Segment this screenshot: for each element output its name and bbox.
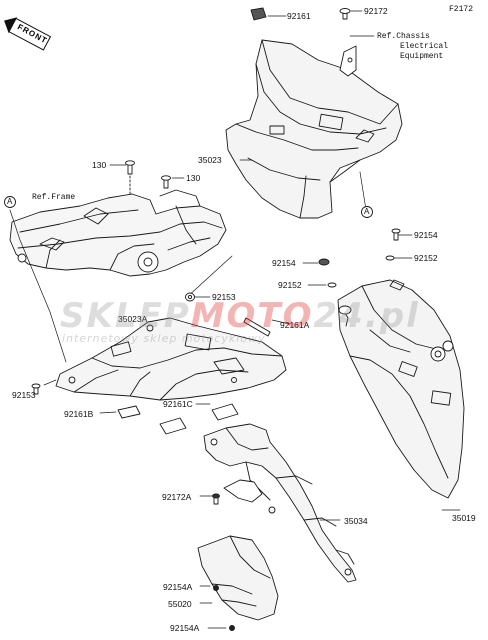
pad-92161-top: [250, 7, 267, 21]
cover-55020: [197, 535, 279, 621]
pad-92161C: [159, 403, 239, 435]
part-label-92161B: 92161B: [64, 409, 94, 419]
ref-chassis-line2: Electrical: [400, 42, 449, 51]
part-label-92161C: 92161C: [163, 399, 193, 409]
bolt-92172-top: [339, 8, 351, 20]
part-label-92153-left: 92153: [12, 390, 36, 400]
leader-lines: [9, 10, 461, 629]
bolt-92154A-upper: [213, 585, 219, 591]
part-label-92154A-lower: 92154A: [170, 623, 200, 633]
part-label-92152-right: 92152: [414, 253, 438, 263]
ref-chassis-line3: Equipment: [400, 52, 444, 61]
pad-92161A: [243, 317, 271, 337]
license-bracket-35034: [203, 423, 357, 583]
bolt-130-left: [125, 160, 135, 197]
part-label-35034: 35034: [344, 516, 368, 526]
ref-chassis-line1: Ref.Chassis: [377, 32, 430, 41]
bolt-92154-right: [391, 228, 401, 241]
part-label-92154-right: 92154: [414, 230, 438, 240]
undertray-35023A: [55, 317, 287, 401]
part-label-35019: 35019: [452, 513, 476, 523]
callout-a-left-letter: A: [7, 197, 13, 206]
tail-cover-35023: [225, 39, 403, 219]
washer-92153: [31, 292, 195, 395]
washer-92152: [327, 255, 395, 288]
bolt-92172A: [212, 493, 220, 505]
grommet-92154-mid: [318, 258, 330, 266]
rear-frame: [9, 189, 227, 277]
part-label-92172A: 92172A: [162, 492, 192, 502]
part-label-35023A: 35023A: [118, 314, 148, 324]
part-label-92154A-upper: 92154A: [163, 582, 193, 592]
part-label-130-right: 130: [186, 173, 201, 183]
bolt-130-right: [161, 175, 171, 189]
bolt-92154A-lower: [229, 625, 235, 631]
part-label-92153-mid: 92153: [212, 292, 236, 302]
rear-fender-35019: [337, 279, 465, 499]
callout-circle-a-left: [4, 196, 16, 208]
part-label-92161A: 92161A: [280, 320, 310, 330]
part-label-92172-top: 92172: [364, 6, 388, 16]
figure-code: F2172: [449, 5, 474, 14]
part-label-130-left: 130: [92, 160, 107, 170]
ref-frame-label: Ref.Frame: [32, 193, 76, 202]
pad-92161B: [117, 405, 141, 419]
part-label-35023: 35023: [198, 155, 222, 165]
part-label-92152-mid: 92152: [278, 280, 302, 290]
part-label-92154-mid: 92154: [272, 258, 296, 268]
callout-circle-a-right: [361, 206, 373, 218]
part-label-92161-top: 92161: [287, 11, 311, 21]
part-label-55020: 55020: [168, 599, 192, 609]
callout-a-right-letter: A: [364, 207, 370, 216]
